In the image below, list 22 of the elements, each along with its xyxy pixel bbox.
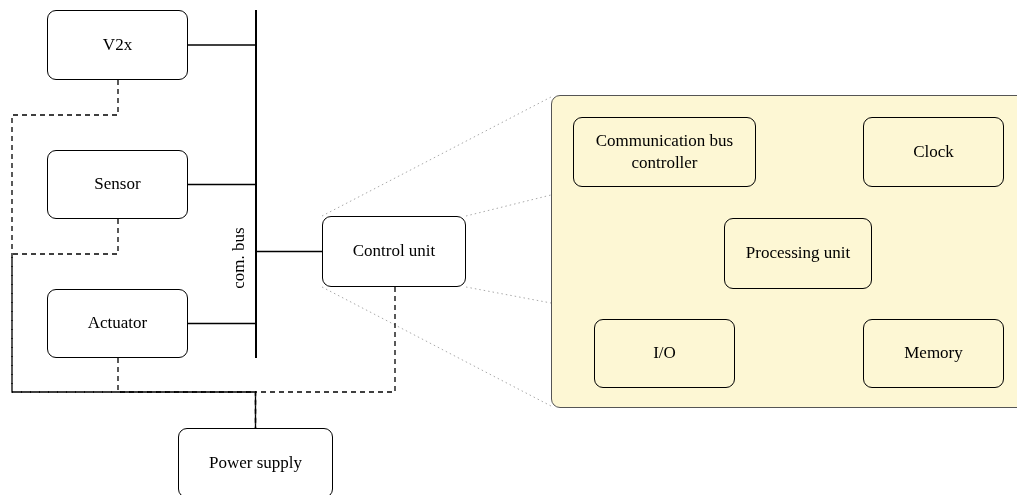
controller-box: Communication bus controller [573, 117, 756, 187]
zoom-line [321, 286, 552, 407]
zoom-line [321, 96, 552, 217]
power-line [11, 79, 257, 429]
processing-box: Processing unit [724, 218, 872, 289]
bus-line [255, 10, 257, 358]
power-line [254, 286, 396, 429]
control-unit-box: Control unit [322, 216, 466, 287]
io-box: I/O [594, 319, 735, 388]
bus-label: com. bus [228, 227, 249, 289]
bus-connector [187, 322, 256, 325]
bus-connector [187, 183, 256, 186]
memory-box: Memory [863, 319, 1004, 388]
clock-box: Clock [863, 117, 1004, 187]
actuator-box: Actuator [47, 289, 188, 358]
v2x-box: V2x [47, 10, 188, 80]
bus-connector [256, 250, 323, 253]
bus-connector [187, 44, 256, 46]
power-supply-box: Power supply [178, 428, 333, 495]
zoom-line [465, 194, 552, 217]
sensor-box: Sensor [47, 150, 188, 219]
zoom-panel [551, 95, 1017, 408]
